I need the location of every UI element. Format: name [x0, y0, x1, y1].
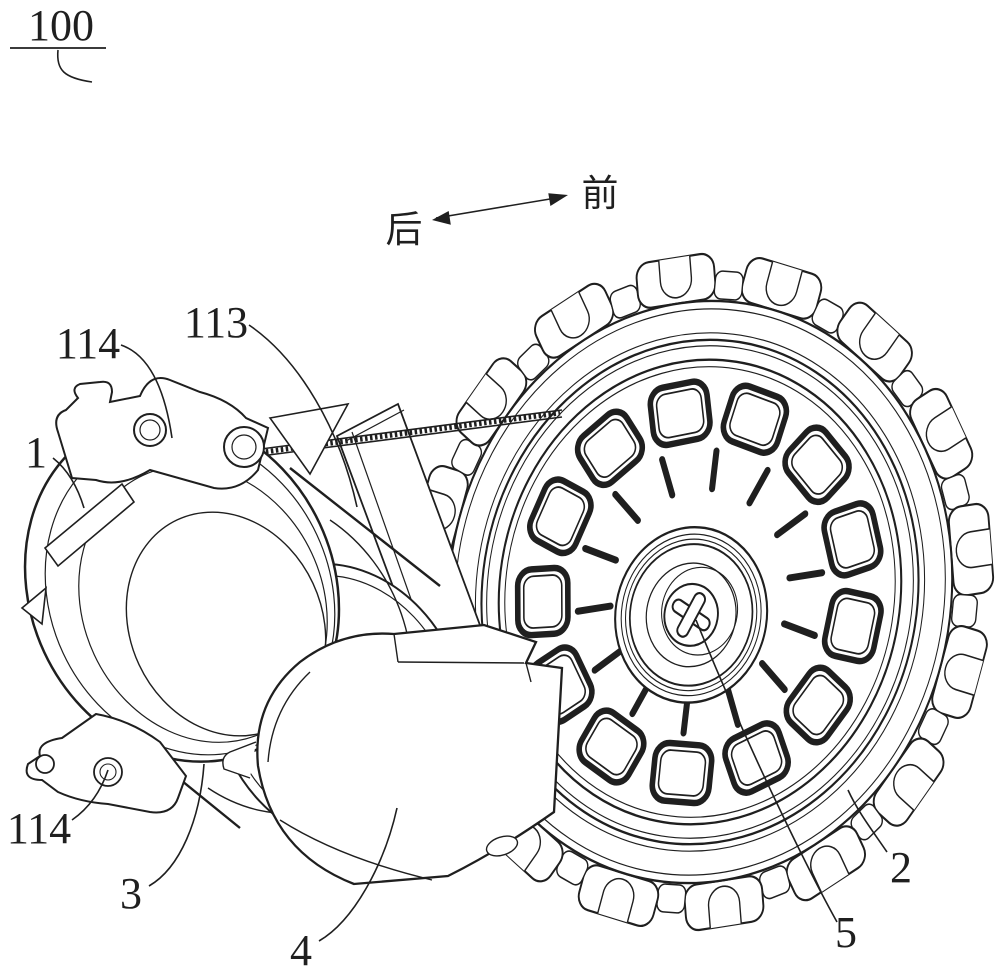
leader-lines — [10, 47, 888, 942]
wheel-assembly — [405, 252, 995, 932]
label-5: 5 — [835, 908, 857, 957]
label-114-lower: 114 — [7, 804, 71, 853]
gearbox-cover — [222, 623, 564, 886]
part-labels: 100 114 113 1 114 3 4 2 5 — [7, 1, 912, 970]
hub-and-screw — [614, 525, 769, 704]
label-113: 113 — [184, 298, 248, 347]
label-4: 4 — [290, 926, 312, 970]
label-114-upper: 114 — [56, 319, 120, 368]
label-1: 1 — [25, 428, 47, 477]
direction-indicator: 前 后 — [386, 172, 619, 251]
tire-tread-knobs — [405, 252, 995, 932]
arrowhead-front — [548, 193, 568, 206]
label-3: 3 — [120, 869, 142, 918]
arrowhead-rear — [432, 211, 451, 225]
direction-front-label: 前 — [582, 172, 619, 215]
assembly-ref-label: 100 — [28, 1, 94, 50]
label-2: 2 — [890, 843, 912, 892]
direction-rear-label: 后 — [386, 208, 423, 251]
